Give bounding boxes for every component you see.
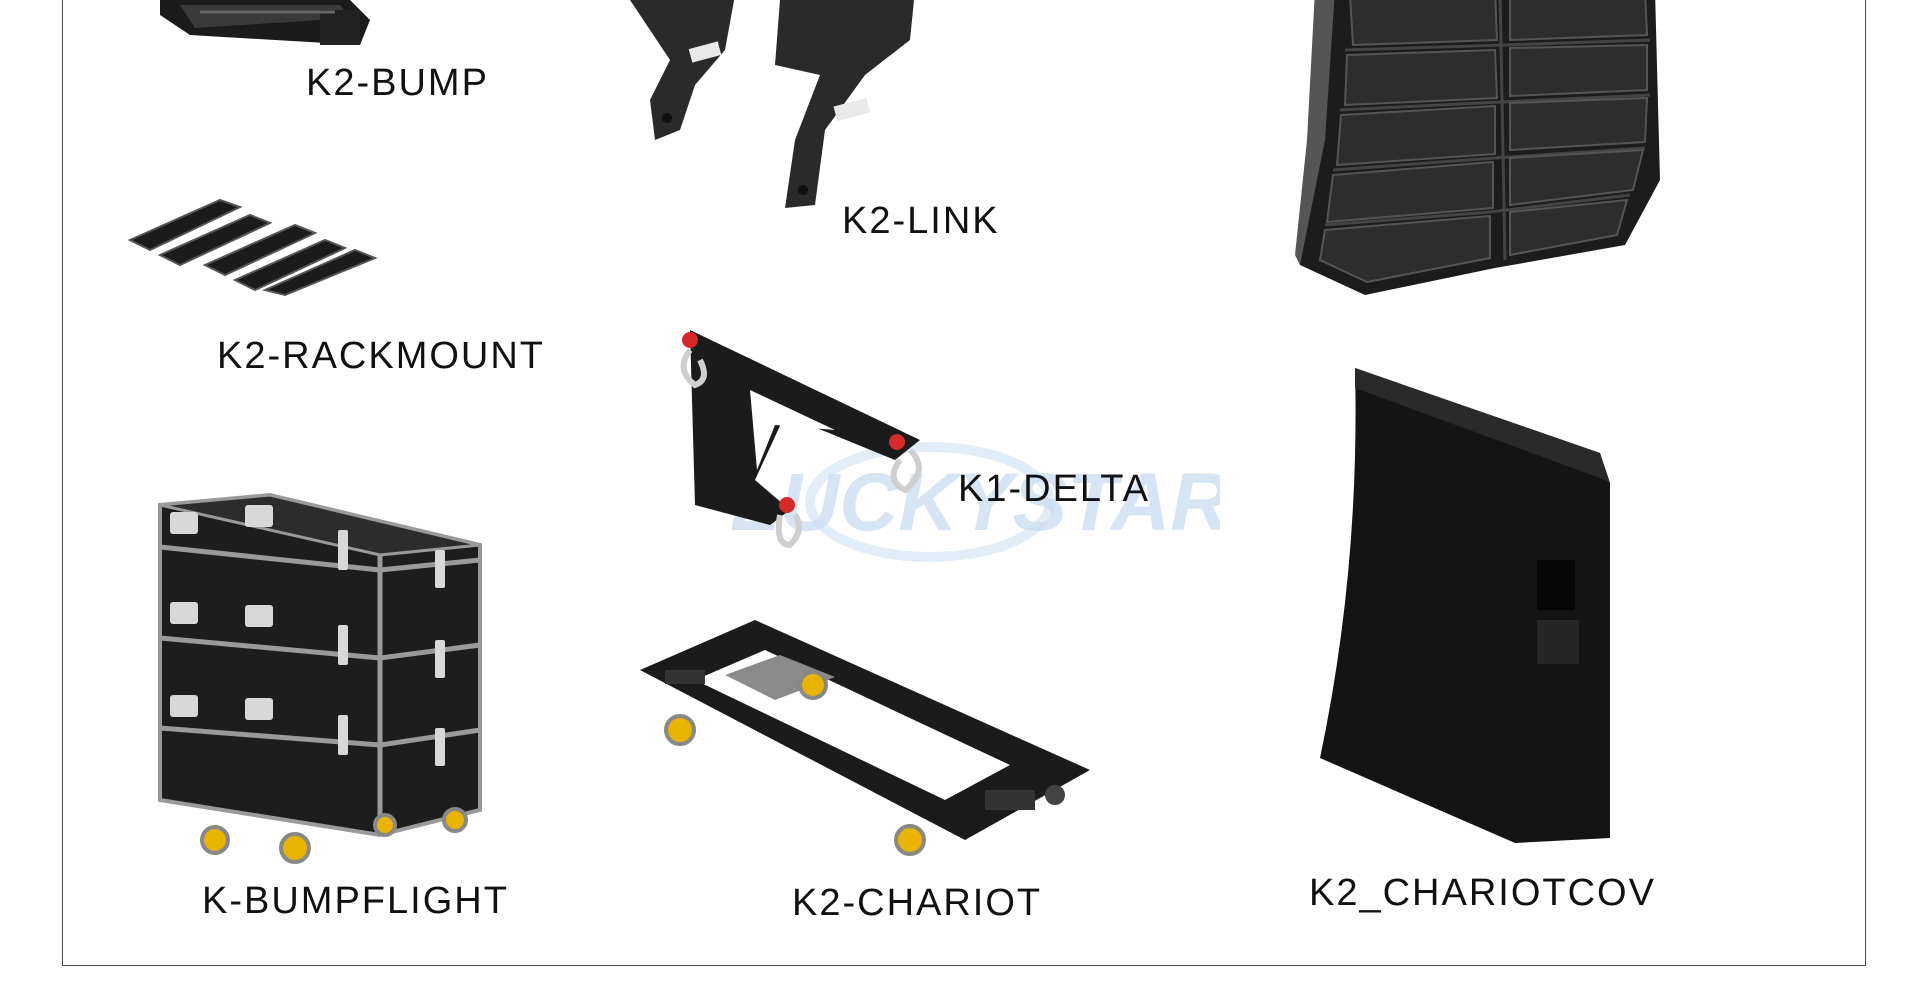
product-label-k2-bump: K2-BUMP xyxy=(306,62,489,104)
k2-rackmount-image xyxy=(127,198,378,297)
watermark-logo: LUCKYSTAR xyxy=(730,442,1220,562)
watermark-text: LUCKYSTAR xyxy=(730,457,1220,548)
product-label-k1-delta: K1-DELTA xyxy=(958,468,1150,510)
product-label-k2-rackmount: K2-RACKMOUNT xyxy=(217,335,546,377)
k2-chariot-image xyxy=(640,620,1090,856)
product-label-k2-chariotcov: K2_CHARIOTCOV xyxy=(1309,872,1656,914)
product-label-k2-link: K2-LINK xyxy=(842,200,1000,242)
content-frame xyxy=(62,0,1866,966)
k-bumpflight-image xyxy=(158,492,482,864)
k1-delta-image xyxy=(680,330,922,549)
product-label-k-bumpflight: K-BUMPFLIGHT xyxy=(202,880,509,922)
product-label-k2-chariot: K2-CHARIOT xyxy=(792,882,1043,924)
k2-bump-image xyxy=(160,0,370,45)
k2-line-array-image xyxy=(1295,0,1660,295)
k2-link-image xyxy=(630,0,914,208)
k2-chariotcov-image xyxy=(1320,368,1610,843)
